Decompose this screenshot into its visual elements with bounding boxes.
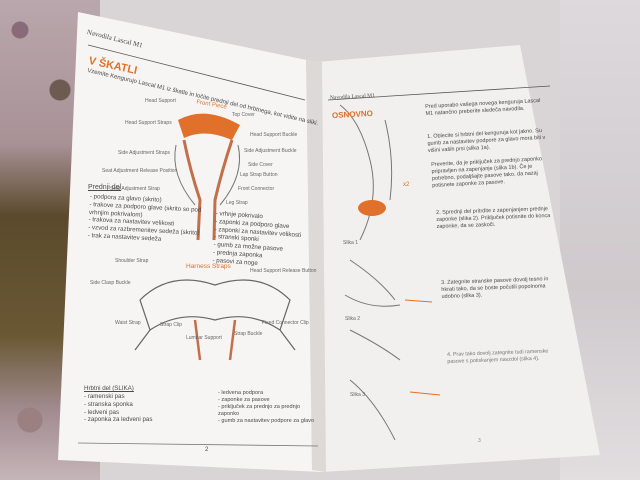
back-list-heading: Hrbtni del (SLIKA) — [84, 385, 134, 392]
list-item: zaponko — [218, 410, 240, 417]
list-item: - priključek za prednjo za prednjo — [218, 403, 301, 410]
right-header-rule — [327, 85, 551, 101]
label-head-support: Head Support — [145, 98, 176, 104]
list-item: - ledveni pas — [84, 408, 120, 416]
label-shoulder-strap: Shoulder Strap — [115, 258, 149, 264]
right-page — [316, 45, 600, 472]
label-head-support-release-button: Head Support Release Button — [250, 268, 317, 274]
list-item: - ledvena podpora — [218, 390, 264, 396]
front-list-right: - vrhnje pokrivalo - zaponki za podporo … — [212, 210, 302, 270]
list-item: - zaponka za ledveni pas — [84, 416, 153, 424]
front-list-left: - podpora za glavo (skrito) - trakove za… — [88, 193, 202, 245]
step-2-text: 2. Sprednji del pritrdite z zapenjanjem … — [436, 206, 551, 231]
right-page-number: 3 — [478, 438, 481, 444]
left-page — [58, 12, 322, 472]
label-side-adjustment-straps: Side Adjustment Straps — [118, 150, 170, 156]
harness-diagram — [134, 279, 296, 361]
label-head-support-buckle: Head Support Buckle — [250, 132, 298, 138]
label-side-adjustment-buckle: Side Adjustment Buckle — [244, 148, 297, 154]
step-3-text: 3. Zategnite stranske pasove dovolj tesn… — [441, 276, 549, 300]
step-1b-text: Preverite, da je priključek za prednjo z… — [431, 156, 543, 189]
label-seat-adjustment-strap: Seat Adjustment Strap — [110, 186, 160, 192]
label-head-support-straps: Head Support Straps — [125, 120, 172, 126]
list-item: - ramenski pas — [84, 393, 125, 400]
left-header-rule — [87, 44, 306, 101]
left-page-number: 2 — [205, 447, 209, 453]
label-side-clasp-buckle: Side Clasp Buckle — [90, 280, 131, 286]
label-front-connector: Front Connector — [238, 186, 275, 192]
step-illustrations — [339, 104, 441, 441]
front-list-heading: Prednji del — [88, 184, 122, 191]
figure-label-slika-2: Slika 2 — [345, 316, 361, 322]
label-leg-strap: Leg Strap — [226, 200, 248, 206]
label-lumbar-support: Lumbar Support — [186, 335, 222, 341]
list-item: - stranska sponka — [84, 400, 133, 408]
list-item: - zaponke za pasove — [218, 396, 270, 403]
figure-label-slika-1: Slika 1 — [343, 240, 359, 246]
label-strap-buckle: Strap Buckle — [234, 331, 263, 337]
label-waist-strap: Waist Strap — [115, 320, 141, 326]
front-piece-diagram — [174, 113, 241, 241]
label-side-cover: Side Cover — [248, 162, 273, 168]
harness-heading: Harness Straps — [186, 263, 231, 270]
label-seat-adjustment-release: Seat Adjustment Release Position — [102, 168, 178, 174]
right-page-title: OSNOVNO — [331, 108, 374, 121]
label-lap-strap-button: Lap Strap Button — [240, 172, 278, 178]
label-strap-clip: Strap Clip — [160, 322, 182, 328]
list-item: - gumb za nastavitev podpore za glavo — [218, 417, 315, 424]
back-list-right: - ledvena podpora - zaponke za pasove - … — [218, 390, 314, 425]
back-list-left: - ramenski pas - stranska sponka - ledve… — [84, 393, 152, 424]
multiplier-label: x2 — [403, 182, 410, 188]
left-footer-rule — [77, 442, 319, 447]
figure-label-slika-3: Slika 3 — [350, 392, 366, 398]
page-spine-shadow — [306, 60, 326, 472]
label-top-cover: Top Cover — [232, 112, 255, 118]
label-fixed-connector-clip: Fixed Connector Clip — [262, 320, 309, 326]
